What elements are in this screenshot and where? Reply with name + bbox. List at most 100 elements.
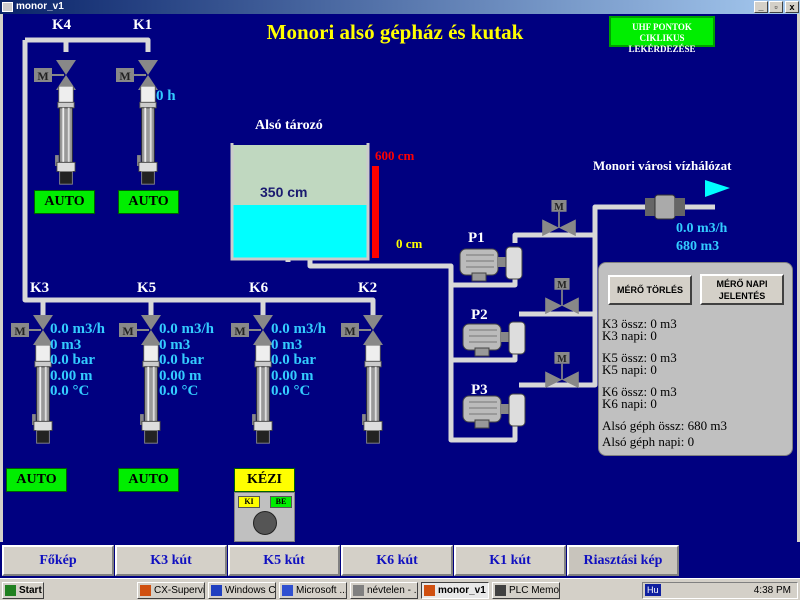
task-label: névtelen - ... <box>367 585 418 596</box>
well-label-K3: K3 <box>30 280 50 296</box>
valve-K5 <box>119 314 162 346</box>
nav-main[interactable]: Főkép <box>2 545 114 576</box>
meter-reset-button[interactable]: MÉRŐ TÖRLÉS <box>608 275 692 305</box>
valve-K4 <box>34 59 77 91</box>
quick-launch[interactable] <box>52 582 128 599</box>
network-volume: 680 m3 <box>676 239 720 254</box>
k3-total: K3 össz: 0 m3 <box>602 316 677 331</box>
app-icon <box>2 2 13 12</box>
volume: 0 m3 <box>159 336 191 353</box>
page-title: Monori alsó gépház és kutak <box>266 20 524 44</box>
flow: 0.0 m3/h <box>271 321 327 337</box>
pipe-branches <box>40 300 266 315</box>
valve-P2 <box>544 278 580 315</box>
task-label: monor_v1 <box>438 585 486 596</box>
uhf-poll-button[interactable]: UHF PONTOK CIKLIKUS LEKÉRDEZÉSE <box>609 16 715 54</box>
start-button[interactable]: Start <box>2 582 44 599</box>
flow: 0.0 m3/h <box>50 321 106 337</box>
manual-switch-K6[interactable]: KI BE <box>234 492 295 542</box>
well-pump-K5 <box>139 345 162 445</box>
task-label: PLC Memor... <box>509 585 560 596</box>
pipe-top <box>63 37 151 52</box>
task-label: CX-Supervi... <box>154 585 205 596</box>
app-icon <box>353 585 364 596</box>
clock: 4:38 PM <box>753 585 791 596</box>
flow-direction-arrow-icon <box>705 180 730 197</box>
pressure: 0.0 bar <box>159 352 204 368</box>
tank-max-label: 600 cm <box>375 148 415 163</box>
app-icon <box>211 585 222 596</box>
nav-alarms[interactable]: Riasztási kép <box>567 545 679 576</box>
task-microsoft[interactable]: Microsoft ... <box>279 582 347 599</box>
well-pump-K6 <box>251 345 274 445</box>
app-icon <box>282 585 293 596</box>
well-label-K1: K1 <box>133 17 153 33</box>
tank-level-bar <box>372 166 379 258</box>
nav-k5[interactable]: K5 kút <box>228 545 340 576</box>
pump-P2 <box>462 321 526 357</box>
maximize-button[interactable]: ▫ <box>769 1 783 13</box>
well-label-K2: K2 <box>358 280 378 296</box>
mode-K1[interactable]: AUTO <box>118 190 179 214</box>
temperature: 0.0 °C <box>50 383 90 399</box>
volume: 0 m3 <box>271 336 303 353</box>
pipe-collector <box>22 37 376 315</box>
k5-total: K5 össz: 0 m3 <box>602 350 677 365</box>
minimize-button[interactable]: _ <box>754 1 768 13</box>
pump-P3 <box>462 393 526 429</box>
window-titlebar: monor_v1 _ ▫ x <box>0 0 800 14</box>
pump-P1 <box>459 246 523 282</box>
nav-k6[interactable]: K6 kút <box>341 545 453 576</box>
switch-off-label[interactable]: KI <box>238 496 260 508</box>
task-plc-memory[interactable]: PLC Memor... <box>492 582 560 599</box>
flow-meter <box>645 194 685 220</box>
well-pump-K2 <box>361 345 384 445</box>
tank <box>230 143 379 261</box>
windows-logo-icon <box>5 585 16 596</box>
task-cx-supervisor[interactable]: CX-Supervi... <box>137 582 205 599</box>
tank-min-label: 0 cm <box>396 236 423 251</box>
task-nevtelen[interactable]: névtelen - ... <box>350 582 418 599</box>
k6-daily: K6 napi: 0 <box>602 396 657 411</box>
well-label-K4: K4 <box>52 17 72 33</box>
k5-daily: K5 napi: 0 <box>602 362 657 377</box>
switch-on-label[interactable]: BE <box>270 496 292 508</box>
k3-daily: K3 napi: 0 <box>602 328 657 343</box>
task-windows[interactable]: Windows C... <box>208 582 276 599</box>
well-label-K6: K6 <box>249 280 269 296</box>
depth: 0.00 m <box>159 367 202 384</box>
taskbar: Start CX-Supervi... Windows C... Microso… <box>0 578 800 600</box>
rotary-knob-icon[interactable] <box>253 511 277 535</box>
task-monor-v1[interactable]: monor_v1 <box>421 582 489 599</box>
pressure: 0.0 bar <box>271 352 316 368</box>
mode-K3[interactable]: AUTO <box>6 468 67 492</box>
process-diagram: M M <box>11 37 730 445</box>
well-K1-hours: 0 h <box>156 88 176 104</box>
station-total: Alsó géph össz: 680 m3 <box>602 418 727 433</box>
mode-K4[interactable]: AUTO <box>34 190 95 214</box>
nav-k3[interactable]: K3 kút <box>115 545 227 576</box>
start-label: Start <box>19 585 42 596</box>
task-label: Windows C... <box>225 585 276 596</box>
app-icon <box>424 585 435 596</box>
mode-K5[interactable]: AUTO <box>118 468 179 492</box>
system-tray: Hu 4:38 PM <box>642 582 798 599</box>
valve-K1 <box>116 59 159 91</box>
task-label: Microsoft ... <box>296 585 347 596</box>
meter-daily-report-button[interactable]: MÉRŐ NAPI JELENTÉS <box>700 274 784 305</box>
tank-level-value: 350 cm <box>260 184 308 200</box>
well-label-K5: K5 <box>137 280 157 296</box>
station-daily: Alsó géph napi: 0 <box>602 434 695 449</box>
nav-k1[interactable]: K1 kút <box>454 545 566 576</box>
language-indicator[interactable]: Hu <box>645 584 661 596</box>
k6-total: K6 össz: 0 m3 <box>602 384 677 399</box>
app-icon <box>495 585 506 596</box>
tank-level-fill <box>232 205 368 258</box>
mode-K6[interactable]: KÉZI <box>234 468 295 492</box>
valve-K6 <box>231 314 274 346</box>
network-flow: 0.0 m3/h <box>676 221 728 236</box>
close-button[interactable]: x <box>785 1 799 13</box>
temperature: 0.0 °C <box>159 383 199 399</box>
